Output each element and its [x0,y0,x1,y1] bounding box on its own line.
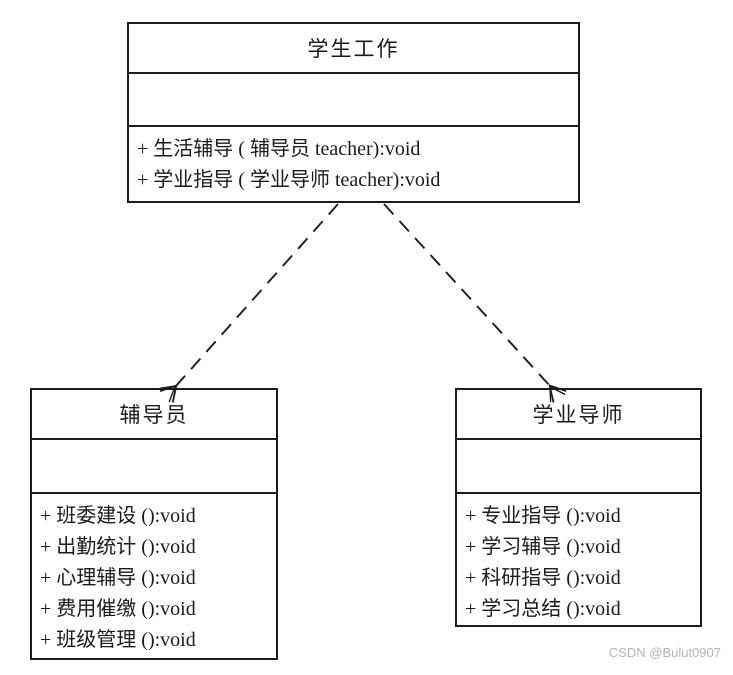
csdn-watermark: CSDN @Bulut0907 [608,645,721,660]
class-box-student-work: 学生工作 + 生活辅导 ( 辅导员 teacher):void + 学业指导 ( … [127,22,580,203]
class-attributes-empty [457,440,700,494]
method-line: + 专业指导 ():void [465,505,621,527]
method-line: + 学习辅导 ():void [465,536,621,558]
class-methods-list: + 班委建设 ():void + 出勤统计 ():void + 心理辅导 ():vo… [32,494,276,656]
method-line: + 班级管理 ():void [40,629,196,651]
dependency-arrow-to-counselor [176,203,339,386]
class-name-counselor: 辅导员 [32,390,276,440]
class-attributes-empty [32,440,276,494]
method-line: + 学习总结 ():void [465,598,621,620]
method-line: + 班委建设 ():void [40,505,196,527]
class-attributes-empty [129,74,578,127]
class-methods-list: + 专业指导 ():void + 学习辅导 ():void + 科研指导 ():vo… [457,494,700,625]
method-line: + 心理辅导 ():void [40,567,196,589]
method-line: + 学业指导 ( 学业导师 teacher):void [137,169,441,191]
dependency-arrow-to-academic-advisor [383,203,550,386]
class-box-counselor: 辅导员 + 班委建设 ():void + 出勤统计 ():void + 心理辅导 (… [30,388,278,660]
class-methods-list: + 生活辅导 ( 辅导员 teacher):void + 学业指导 ( 学业导师 … [129,127,578,196]
class-box-academic-advisor: 学业导师 + 专业指导 ():void + 学习辅导 ():void + 科研指导 … [455,388,702,627]
method-line: + 科研指导 ():void [465,567,621,589]
method-line: + 生活辅导 ( 辅导员 teacher):void [137,138,421,160]
class-name-academic-advisor: 学业导师 [457,390,700,440]
method-line: + 费用催缴 ():void [40,598,196,620]
class-name-student-work: 学生工作 [129,24,578,74]
method-line: + 出勤统计 ():void [40,536,196,558]
